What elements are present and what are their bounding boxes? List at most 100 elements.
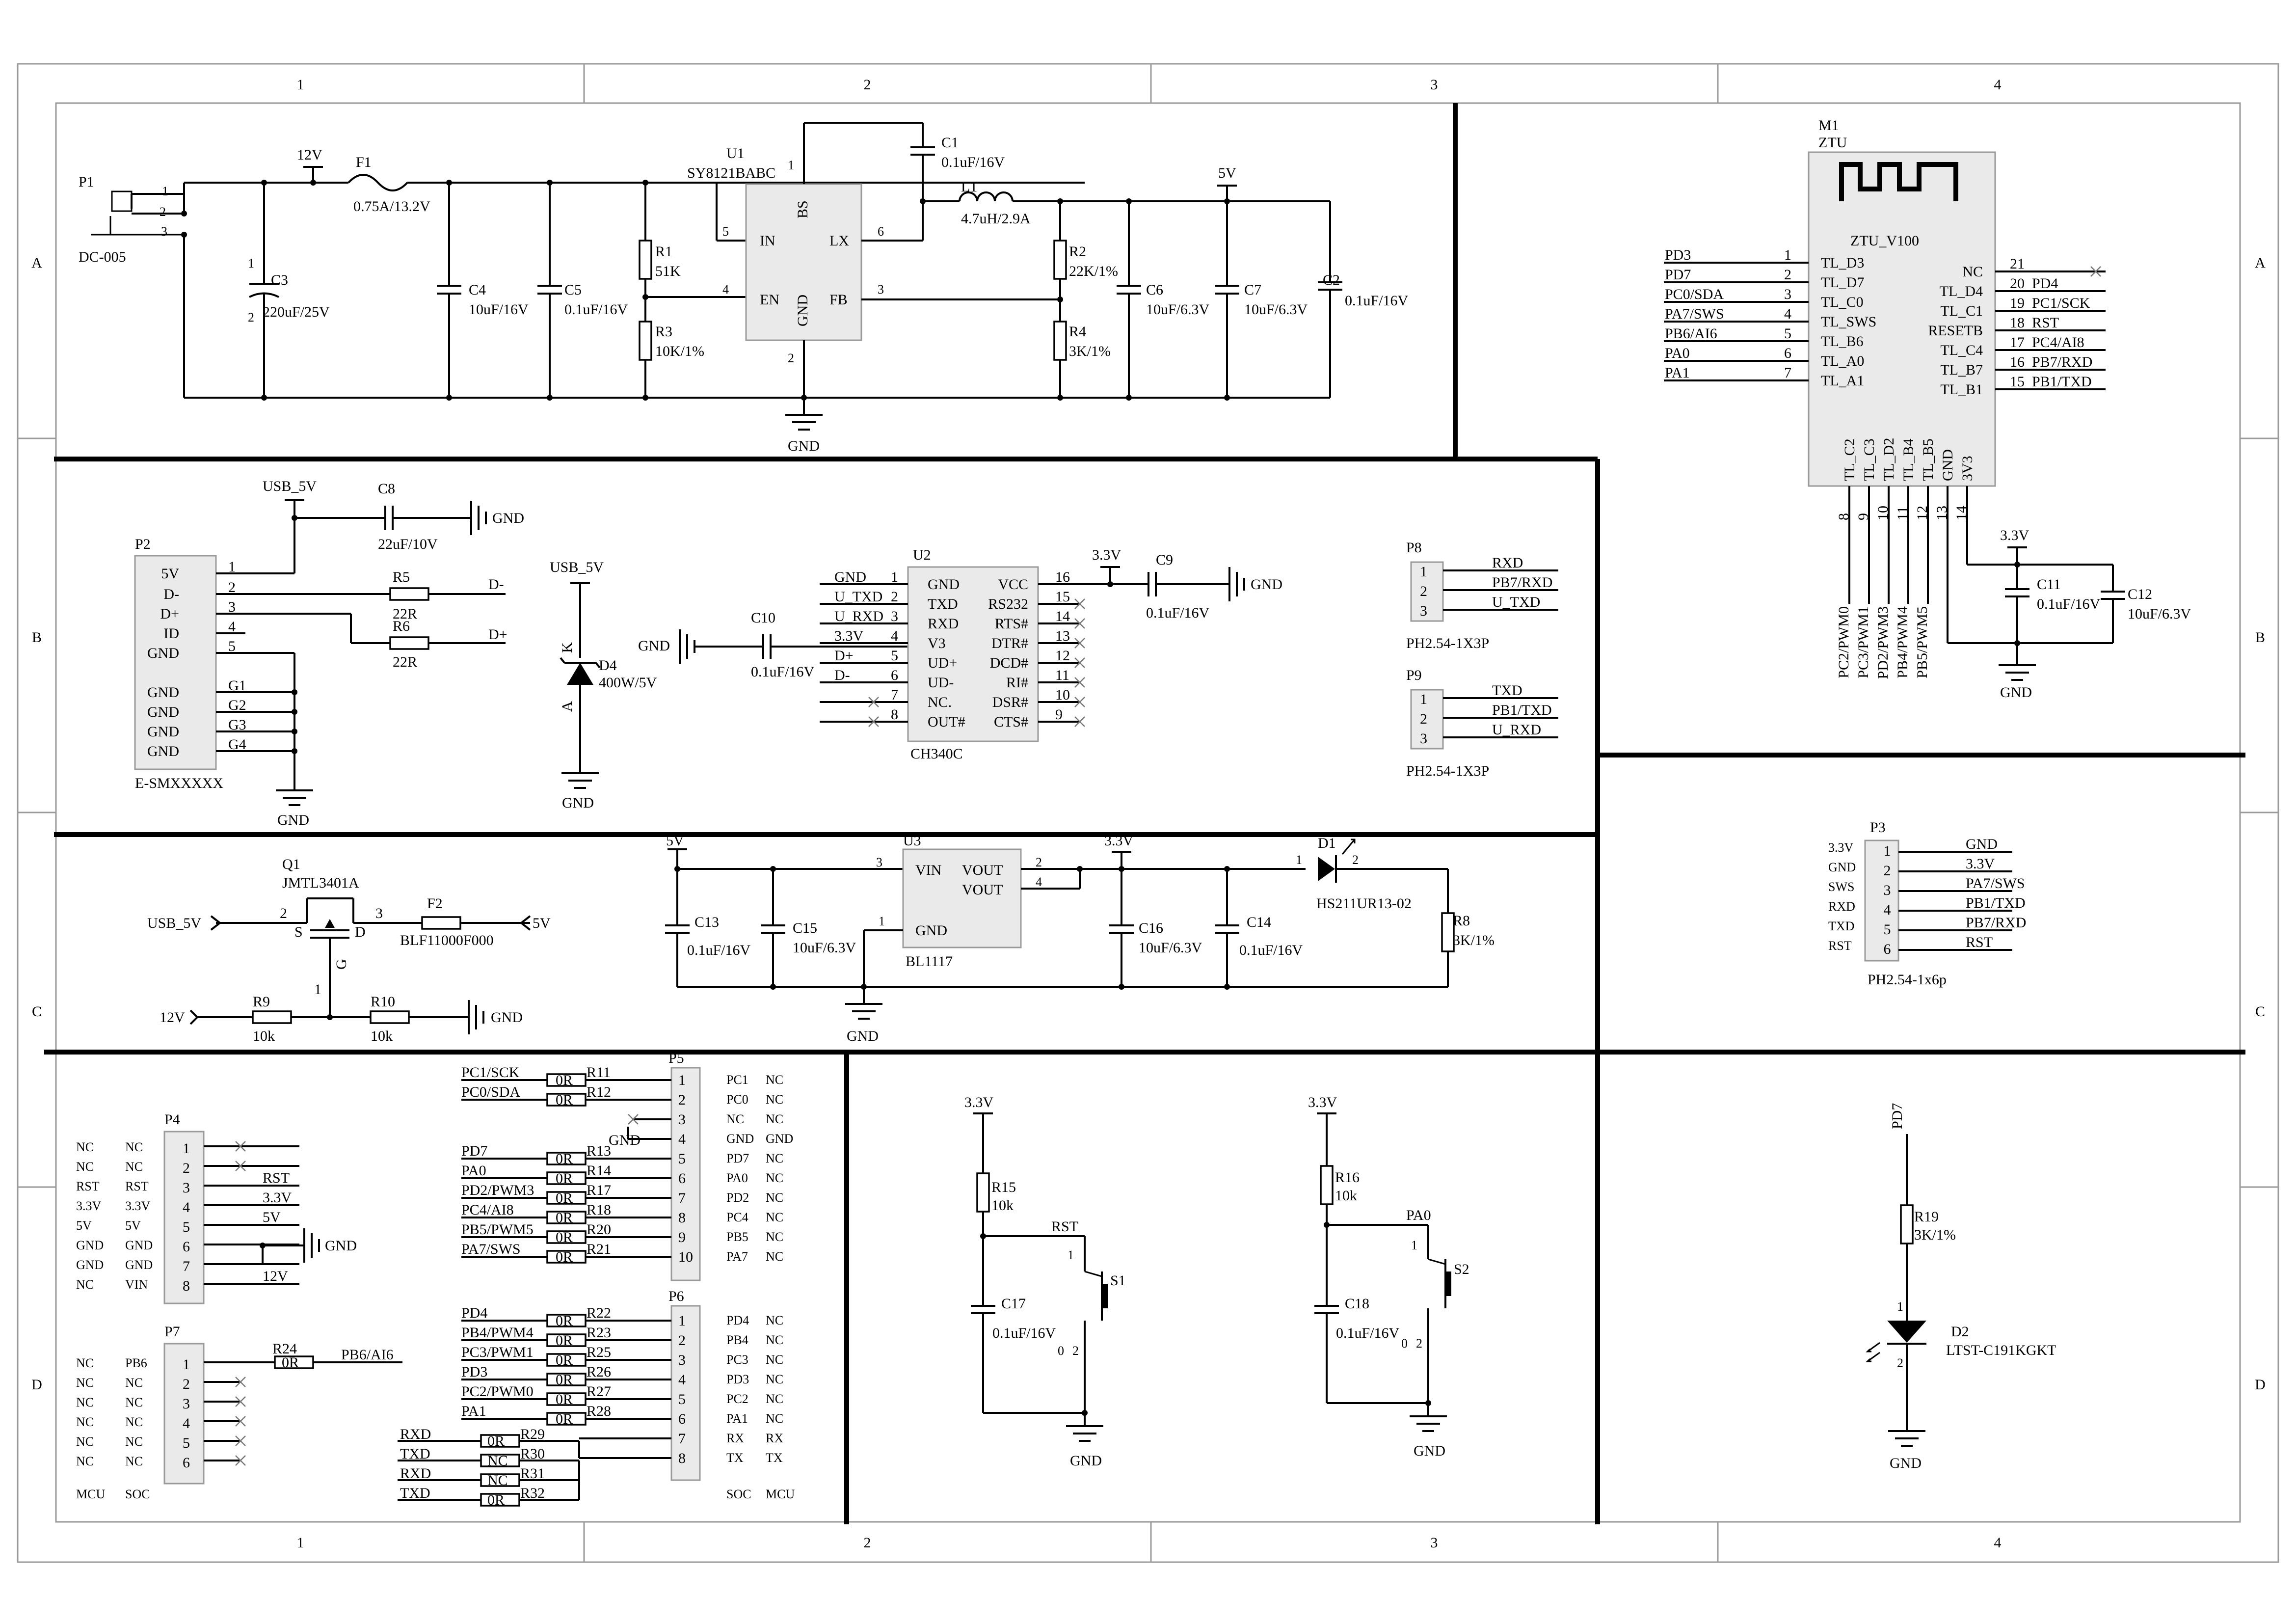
row-label-c-left: C xyxy=(32,1003,42,1020)
p7-soc-label: NC xyxy=(125,1376,143,1390)
u3-n-v2: 4 xyxy=(1036,875,1042,889)
p2-ref: P2 xyxy=(135,536,151,552)
f1-value: 0.75A/13.2V xyxy=(353,198,430,215)
m1-bottom-net: PC3/PWM1 xyxy=(1855,606,1871,678)
r1-value: 51K xyxy=(655,263,681,279)
m1-left-pin: TL_C0 xyxy=(1821,294,1864,310)
s1-pwr-label: 3.3V xyxy=(964,1094,994,1110)
p3-pin-num: 3 xyxy=(1884,882,1891,898)
d4-ref: D4 xyxy=(599,657,617,674)
r4-value: 3K/1% xyxy=(1069,343,1111,359)
p4-soc-label: NC xyxy=(125,1140,143,1154)
p7-mcu-label: MCU xyxy=(76,1487,105,1501)
p4-ref: P4 xyxy=(164,1111,180,1128)
p4-mcu-label: NC xyxy=(76,1160,94,1174)
p4-pin-num: 2 xyxy=(183,1160,190,1176)
m1-left-num: 7 xyxy=(1784,365,1791,381)
r19-ref: R19 xyxy=(1914,1209,1939,1225)
p4-soc-label: RST xyxy=(125,1179,149,1193)
p9-part: PH2.54-1X3P xyxy=(1406,763,1489,779)
c12-ref: C12 xyxy=(2128,586,2152,602)
p5-a-label: PB5 xyxy=(726,1230,748,1244)
net-12v-label: 12V xyxy=(297,147,322,163)
p5-pin-num: 6 xyxy=(678,1170,686,1187)
m1-left-net: PA7/SWS xyxy=(1665,306,1724,322)
m1-left-net: PD7 xyxy=(1665,267,1691,283)
p4-pin-num: 6 xyxy=(183,1239,190,1255)
u2-right-pin: VCC xyxy=(998,576,1028,593)
p5-gnd: GND xyxy=(609,1132,641,1148)
m1-right-pin: TL_C1 xyxy=(1940,303,1983,319)
p3-side-label: SWS xyxy=(1828,880,1854,894)
m1-left-pin: TL_A1 xyxy=(1821,373,1864,389)
p2-pin-name: 5V xyxy=(161,566,179,582)
u1-num-gnd: 2 xyxy=(788,351,794,365)
u2-left-pin: GND xyxy=(928,576,960,593)
p5-res-value: 0R xyxy=(556,1092,573,1108)
m1-left-pin: TL_D7 xyxy=(1821,274,1864,291)
col-label-3-top: 3 xyxy=(1431,77,1438,93)
s2-n2: 2 xyxy=(1416,1336,1422,1351)
p6-res-value: 0R xyxy=(556,1352,573,1368)
p6-bottom-ref: R29 xyxy=(520,1426,545,1442)
row-label-d-right: D xyxy=(2255,1377,2266,1393)
p5-b-label: NC xyxy=(766,1092,783,1107)
p4-mcu-label: GND xyxy=(76,1238,104,1252)
r9-ref: R9 xyxy=(253,994,270,1010)
p3-ref: P3 xyxy=(1870,819,1886,836)
u2-left-num: 2 xyxy=(891,589,898,605)
c6-ref: C6 xyxy=(1146,282,1163,298)
u2-left-num: 3 xyxy=(891,608,898,624)
m1-bottom-pin: TL_B5 xyxy=(1920,438,1936,481)
u3-pin-gnd: GND xyxy=(915,922,947,939)
m1-right-net: PD4 xyxy=(2032,275,2058,292)
p4-pin-num: 7 xyxy=(183,1258,190,1274)
p3-part: PH2.54-1x6p xyxy=(1868,972,1947,988)
p6-net: PC2/PWM0 xyxy=(461,1383,534,1400)
u2-right-num: 16 xyxy=(1055,569,1070,585)
led-d2-section: PD7 R19 3K/1% D2 LTST-C191KGKT 1 2 GND xyxy=(1866,1103,2056,1471)
m1-bottom-pin: 3V3 xyxy=(1959,456,1976,481)
u2-right-num: 10 xyxy=(1055,687,1070,703)
p6-res-value: 0R xyxy=(556,1332,573,1349)
p7-soc-label: PB6 xyxy=(125,1356,147,1370)
c2-value: 0.1uF/16V xyxy=(1345,293,1409,309)
u2-left-num: 1 xyxy=(891,569,898,585)
p3-side-label: RST xyxy=(1828,939,1852,953)
col-label-2-bottom: 2 xyxy=(864,1535,871,1551)
p2-pin-num: 3 xyxy=(228,599,236,615)
u2-right-pin: DCD# xyxy=(990,655,1028,671)
q1-part: JMTL3401A xyxy=(282,875,359,891)
f2-5v-label: 5V xyxy=(533,915,551,931)
p6-b-label: NC xyxy=(766,1372,783,1386)
m1-right-net: PB1/TXD xyxy=(2032,374,2092,390)
p7-body xyxy=(163,1343,205,1485)
p6-net: PA1 xyxy=(461,1403,486,1419)
p8-part: PH2.54-1X3P xyxy=(1406,635,1489,651)
l1-ref: L1 xyxy=(961,179,977,195)
m1-right-num: 19 xyxy=(2010,295,2025,311)
p5-a-label: NC xyxy=(726,1112,744,1126)
f2-ref: F2 xyxy=(427,895,443,912)
c5-value: 0.1uF/16V xyxy=(564,301,628,318)
u2-right-num: 9 xyxy=(1055,706,1063,723)
m1-body xyxy=(1808,151,1996,487)
p7-mcu-label: NC xyxy=(76,1356,94,1370)
u1-body xyxy=(745,183,862,341)
p6-b-label: NC xyxy=(766,1411,783,1426)
p5-pin-num: 1 xyxy=(678,1072,686,1088)
p6-bottom-value: 0R xyxy=(487,1492,505,1508)
p6-res-ref: R25 xyxy=(587,1344,611,1360)
c16-ref: C16 xyxy=(1139,920,1163,936)
c9-value: 0.1uF/16V xyxy=(1146,605,1210,621)
p2-gnd-label: GND xyxy=(277,812,309,828)
q1-n3: 3 xyxy=(375,905,383,921)
row-label-b-right: B xyxy=(2255,629,2265,646)
p5-net: PC4/AI8 xyxy=(461,1202,514,1218)
m1-right-net: RST xyxy=(2032,315,2059,331)
u1-gnd-label: GND xyxy=(788,438,820,454)
c18-ref: C18 xyxy=(1345,1296,1369,1312)
